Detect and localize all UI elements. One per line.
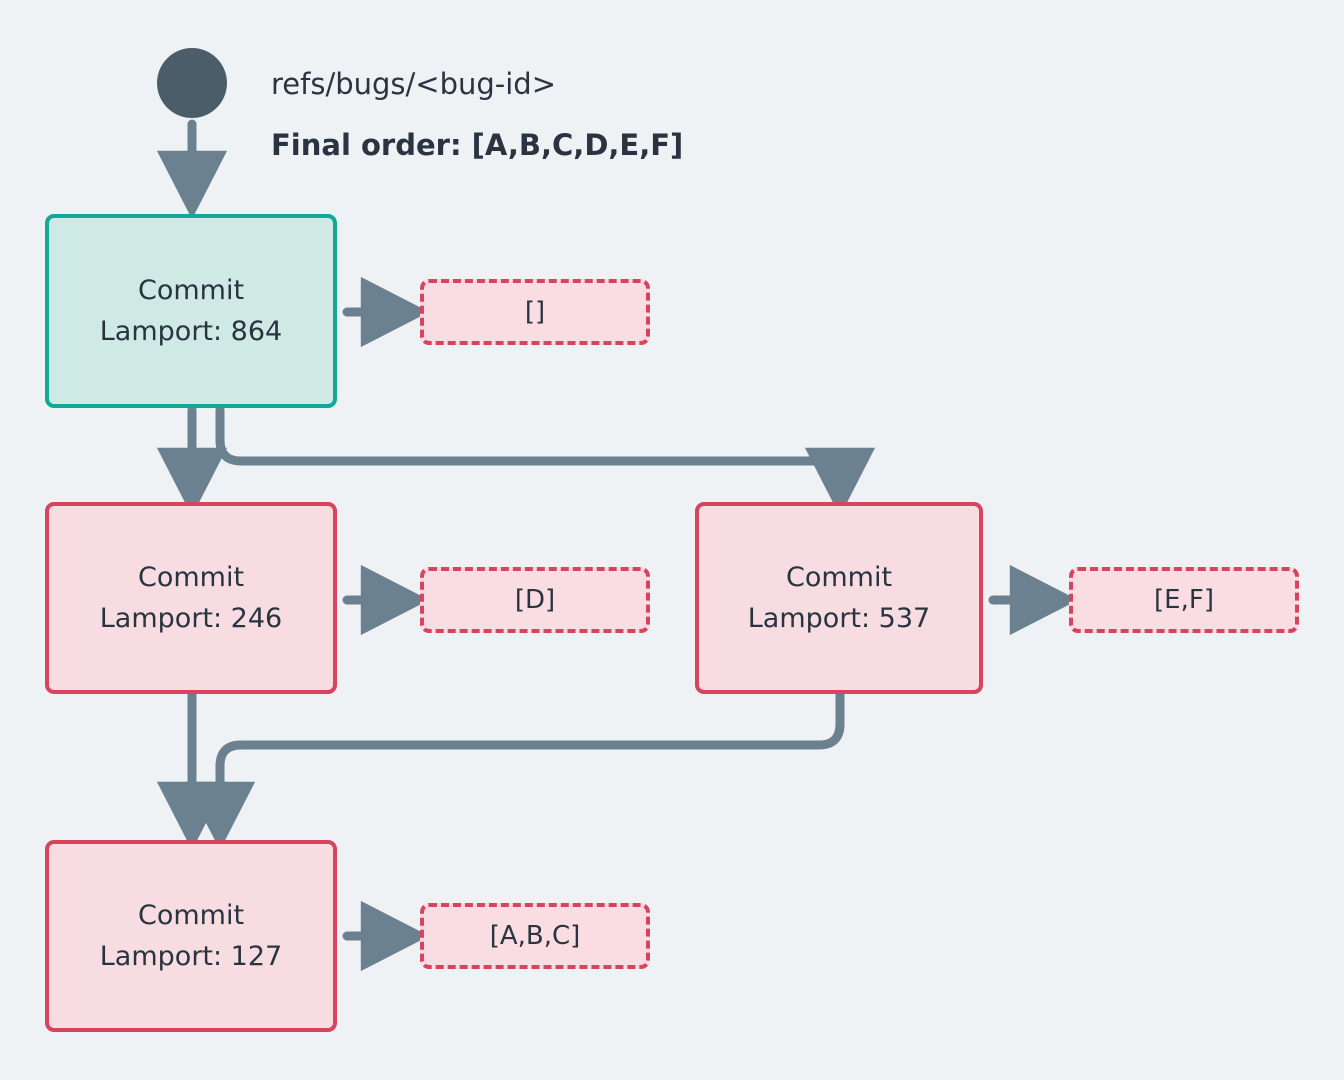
final-order-label: Final order: [A,B,C,D,E,F]: [271, 128, 684, 162]
commit-node-537-lamport: Lamport: 537: [747, 603, 931, 634]
commit-node-246-title: Commit: [137, 561, 245, 593]
commit-node-864-title: Commit: [137, 274, 245, 306]
order-tag-537[interactable]: [E,F]: [1069, 567, 1299, 633]
edge-c864-to-c537: [215, 405, 876, 517]
start-node-dot: [157, 48, 227, 118]
commit-node-127-title: Commit: [137, 899, 245, 931]
commit-node-246[interactable]: Commit Lamport: 246: [45, 502, 337, 694]
commit-node-537-title: Commit: [785, 561, 893, 593]
commit-node-127-lamport: Lamport: 127: [99, 941, 283, 972]
commit-node-246-lamport: Lamport: 246: [99, 603, 283, 634]
commit-node-864[interactable]: Commit Lamport: 864: [45, 214, 337, 408]
edge-c537-to-c127: [184, 689, 845, 851]
order-tag-246[interactable]: [D]: [420, 567, 650, 633]
ref-label: refs/bugs/<bug-id>: [271, 67, 557, 101]
order-tag-864[interactable]: []: [420, 279, 650, 345]
commit-node-537[interactable]: Commit Lamport: 537: [695, 502, 983, 694]
order-tag-127[interactable]: [A,B,C]: [420, 903, 650, 969]
commit-node-127[interactable]: Commit Lamport: 127: [45, 840, 337, 1032]
commit-node-864-lamport: Lamport: 864: [99, 316, 283, 347]
